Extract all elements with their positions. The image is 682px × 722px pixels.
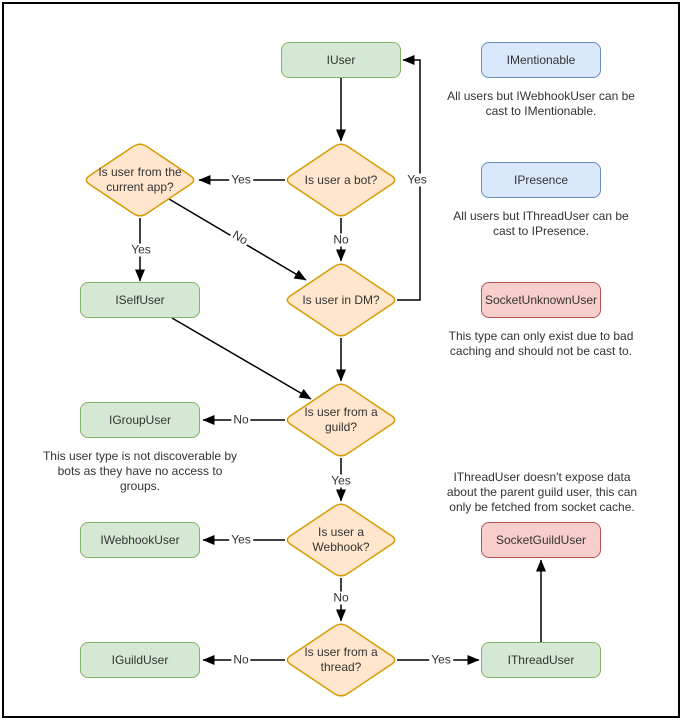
node-iwebhookuser: IWebhookUser [80, 522, 200, 558]
node-label: IMentionable [506, 53, 576, 67]
decision-is-webhook: Is user a Webhook? [285, 502, 397, 578]
node-ipresence: IPresence [481, 162, 601, 198]
node-label: IThreadUser [507, 653, 575, 667]
node-label: SocketUnknownUser [484, 293, 598, 307]
decision-from-thread: Is user from a thread? [285, 622, 397, 698]
decision-label: Is user from a thread? [304, 645, 378, 674]
decision-label: Is user a bot? [304, 172, 378, 187]
edge-label-no-isbot-indm: No [331, 232, 351, 247]
edge-label-yes-iswebhook-iwebhookuser: Yes [229, 532, 253, 547]
node-label: ISelfUser [115, 293, 165, 307]
edge-label-yes-isbot-currentapp: Yes [229, 172, 253, 187]
node-imentionable: IMentionable [481, 42, 601, 78]
node-iselfuser: ISelfUser [80, 282, 200, 318]
edge-label-yes-indm-iuser: Yes [405, 172, 429, 187]
edge-iselfuser-to-fromguild [171, 317, 312, 400]
note-group: This user type is not discoverable by bo… [42, 449, 238, 493]
decision-is-bot: Is user a bot? [285, 142, 397, 218]
edge-label-no-iswebhook-fromthread: No [331, 590, 351, 605]
node-label: IWebhookUser [100, 533, 180, 547]
decision-label: Is user from a guild? [304, 405, 378, 434]
decision-current-app: Is user from the current app? [84, 142, 196, 218]
edge-label-yes-fromguild-iswebhook: Yes [329, 473, 353, 488]
note-thread: IThreadUser doesn't expose data about th… [446, 470, 638, 514]
note-unknown: This type can only exist due to bad cach… [448, 329, 634, 358]
node-label: IGroupUser [108, 413, 172, 427]
decision-from-guild: Is user from a guild? [285, 382, 397, 458]
node-iuser: IUser [281, 42, 401, 78]
edge-label-no-fromthread-iguilduser: No [231, 652, 251, 667]
node-igroupuser: IGroupUser [80, 402, 200, 438]
edge-label-no-fromguild-igroupuser: No [231, 412, 251, 427]
edge-label-yes-currentapp-iselfuser: Yes [129, 242, 153, 257]
node-label: SocketGuildUser [495, 533, 587, 547]
node-socketunknownuser: SocketUnknownUser [481, 282, 601, 318]
edge-label-yes-fromthread-ithreaduser: Yes [429, 652, 453, 667]
note-presence: All users but IThreadUser can be cast to… [453, 209, 629, 238]
decision-label: Is user in DM? [302, 292, 380, 307]
decision-in-dm: Is user in DM? [285, 262, 397, 338]
node-label: IUser [326, 53, 356, 67]
note-mentionable: All users but IWebhookUser can be cast t… [447, 89, 635, 118]
node-iguilduser: IGuildUser [80, 642, 200, 678]
node-ithreaduser: IThreadUser [481, 642, 601, 678]
node-label: IPresence [513, 173, 569, 187]
decision-label: Is user a Webhook? [312, 525, 370, 554]
node-label: IGuildUser [111, 653, 169, 667]
node-socketguilduser: SocketGuildUser [481, 522, 601, 558]
decision-label: Is user from the current app? [98, 165, 182, 194]
